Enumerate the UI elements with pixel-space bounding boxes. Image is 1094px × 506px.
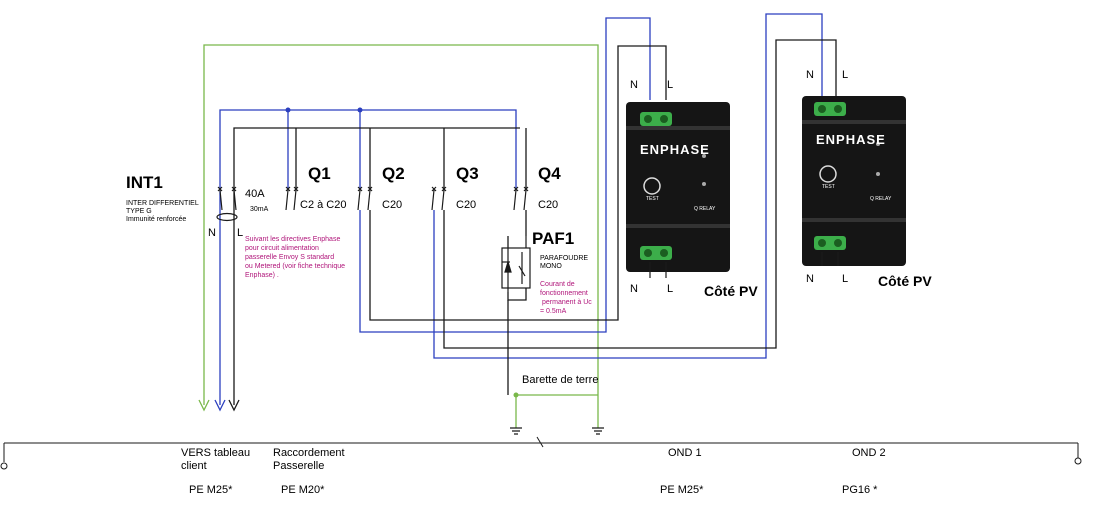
neutral-wire [219, 13, 823, 405]
int1-rating: 40A [245, 188, 265, 200]
q4-title: Q4 [538, 164, 561, 183]
relay-1-top-n: N [630, 79, 638, 91]
relay-2-side: Côté PV [878, 273, 932, 289]
q3-title: Q3 [456, 164, 479, 183]
relay-2-top-l: L [842, 69, 848, 81]
relay-2-test-label: TEST [822, 184, 835, 190]
paf1-desc-1: PARAFOUDRE [540, 255, 588, 262]
junction-dot [357, 107, 363, 113]
earth-symbol [510, 427, 604, 435]
int1-desc-1: INTER DIFFERENTIEL [126, 200, 199, 207]
q2-rating: C20 [382, 199, 402, 211]
relay-1-brand: ENPHASE [640, 142, 710, 157]
enphase-note-1: Suivant les directives Enphase [245, 236, 340, 243]
relay-2-model: Q RELAY [870, 196, 892, 202]
relay-1-side: Côté PV [704, 283, 758, 299]
relay-2: ENPHASE TEST Q RELAY [802, 96, 906, 266]
paf1-note-4: = 0.5mA [540, 308, 567, 315]
int1-label-l: L [237, 227, 243, 239]
relay-2-bot-l: L [842, 273, 848, 285]
output-2-line1: Raccordement [273, 447, 345, 459]
paf1-desc-2: MONO [540, 263, 562, 270]
output-2-line2: Passerelle [273, 460, 324, 472]
int1-sensitivity: 30mA [250, 206, 269, 213]
breaker-symbols [216, 186, 529, 222]
cable-arrows [198, 399, 240, 412]
q1-title: Q1 [308, 164, 331, 183]
q3-rating: C20 [456, 199, 476, 211]
output-4-gland: PG16 * [842, 484, 878, 496]
output-4-line1: OND 2 [852, 447, 886, 459]
int1-label-n: N [208, 227, 216, 239]
output-3-line1: OND 1 [668, 447, 702, 459]
int1-desc-2: TYPE G [126, 208, 152, 215]
junction-dot [285, 107, 291, 113]
enphase-note-2: pour circuit alimentation [245, 245, 319, 252]
enphase-note-3: passerelle Envoy S standard [245, 254, 334, 261]
output-1-line1: VERS tableau [181, 447, 250, 459]
int1-title: INT1 [126, 173, 163, 192]
output-2-gland: PE M20* [281, 484, 325, 496]
earth-bar-label: Barette de terre [522, 374, 598, 386]
relay-1-model: Q RELAY [694, 206, 716, 212]
relay-1-bot-l: L [667, 283, 673, 295]
relay-1: ENPHASE TEST Q RELAY [626, 102, 730, 272]
relay-1-top-l: L [667, 79, 673, 91]
q2-title: Q2 [382, 164, 405, 183]
relay-1-bot-n: N [630, 283, 638, 295]
phase-wire [233, 39, 837, 405]
relay-2-top-n: N [806, 69, 814, 81]
enphase-note-5: Enphase) . [245, 272, 279, 279]
earth-wire [203, 44, 599, 428]
paf1-note-1: Courant de [540, 281, 575, 288]
paf1-title: PAF1 [532, 229, 574, 248]
q4-rating: C20 [538, 199, 558, 211]
relay-2-brand: ENPHASE [816, 132, 886, 147]
paf1-note-3: permanent à Uc [542, 299, 592, 306]
output-1-line2: client [181, 460, 207, 472]
output-1-gland: PE M25* [189, 484, 233, 496]
relay-1-test-label: TEST [646, 196, 659, 202]
junction-dot [513, 392, 519, 398]
bottom-bus [3, 436, 1079, 462]
surge-arrester-symbol [501, 236, 531, 292]
q1-rating: C2 à C20 [300, 199, 346, 211]
int1-desc-3: Immunité renforcée [126, 216, 186, 223]
paf1-note-2: fonctionnement [540, 290, 588, 297]
relay-2-bot-n: N [806, 273, 814, 285]
bus-end [1074, 457, 1082, 465]
relay-output-leads [649, 252, 839, 278]
bus-end [0, 462, 8, 470]
enphase-note-4: ou Metered (voir fiche technique [245, 263, 345, 270]
output-3-gland: PE M25* [660, 484, 704, 496]
